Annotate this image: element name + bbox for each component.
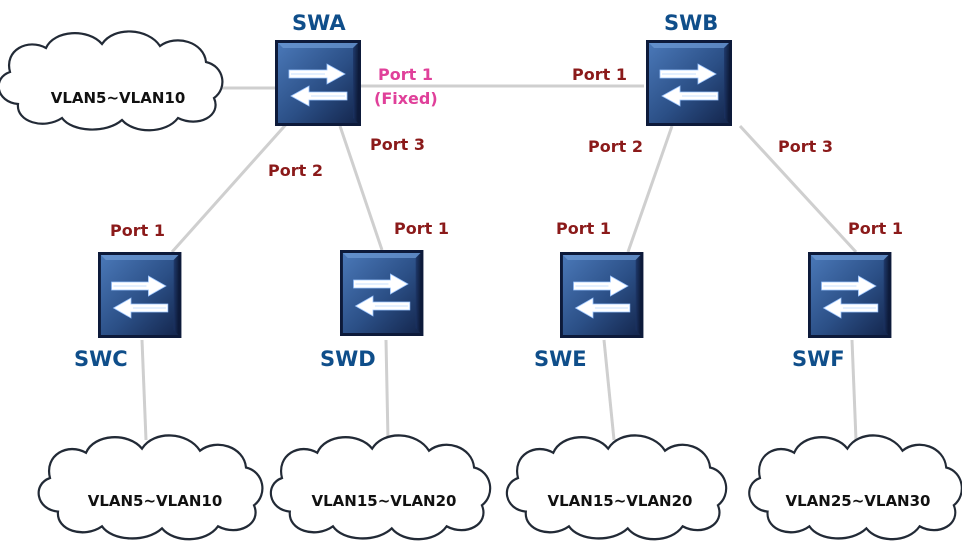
link-swb-swe (626, 125, 674, 253)
cloud-icon (269, 434, 492, 541)
cloud-label-swa: VLAN5~VLAN10 (51, 89, 186, 107)
cloud-icon (748, 434, 962, 541)
network-switch-icon (807, 251, 892, 339)
link-swe-cloud (602, 339, 616, 441)
cloud-label-swd: VLAN15~VLAN20 (312, 492, 457, 510)
port-label-swa-fixed: (Fixed) (374, 89, 438, 108)
switch-label-swd: SWD (320, 347, 376, 371)
switch-label-swf: SWF (792, 347, 845, 371)
vlan-cloud-swc: VLAN5~VLAN10 (37, 434, 264, 541)
switch-swe: SWE (534, 251, 644, 371)
link-swa-swc (170, 119, 292, 253)
vlan-cloud-swd: VLAN15~VLAN20 (269, 434, 492, 541)
network-switch-icon (339, 249, 424, 337)
cloud-icon (37, 434, 264, 541)
port-label-swb-port3: Port 3 (778, 137, 833, 156)
port-label-swa-port3: Port 3 (370, 135, 425, 154)
port-labels: Port 1 (Fixed) Port 2 Port 3 Port 1 Port… (110, 65, 903, 240)
port-label-swb-port2: Port 2 (588, 137, 643, 156)
switch-label-swc: SWC (74, 347, 128, 371)
network-switch-icon (645, 39, 733, 127)
cloud-icon (0, 30, 224, 132)
links (140, 84, 858, 441)
network-switch-icon (274, 39, 362, 127)
switch-swb: SWB (645, 11, 733, 127)
port-label-swa-port1: Port 1 (378, 65, 433, 84)
port-label-swe-port1: Port 1 (556, 219, 611, 238)
link-swa-swd (338, 125, 384, 251)
cloud-label-swe: VLAN15~VLAN20 (548, 492, 693, 510)
port-label-swd-port1: Port 1 (394, 219, 449, 238)
cloud-label-swf: VLAN25~VLAN30 (786, 492, 931, 510)
link-swf-cloud (850, 339, 858, 441)
vlan-cloud-swe: VLAN15~VLAN20 (505, 434, 728, 541)
link-swb-swf (738, 124, 858, 254)
network-switch-icon (559, 251, 644, 339)
vlan-cloud-swa: VLAN5~VLAN10 (0, 30, 224, 132)
switch-label-swa: SWA (292, 11, 346, 35)
network-switch-icon (97, 251, 182, 339)
port-label-swc-port1: Port 1 (110, 221, 165, 240)
cloud-icon (505, 434, 728, 541)
switch-label-swe: SWE (534, 347, 587, 371)
link-swc-cloud (140, 339, 148, 441)
switch-swc: SWC (74, 251, 182, 371)
vlan-cloud-swf: VLAN25~VLAN30 (748, 434, 962, 541)
cloud-label-swc: VLAN5~VLAN10 (88, 492, 223, 510)
port-label-swb-port1: Port 1 (572, 65, 627, 84)
port-label-swa-port2: Port 2 (268, 161, 323, 180)
switch-swd: SWD (320, 249, 424, 371)
link-swd-cloud (384, 339, 390, 441)
switch-label-swb: SWB (664, 11, 718, 35)
port-label-swf-port1: Port 1 (848, 219, 903, 238)
switch-swa: SWA (274, 11, 362, 127)
switch-swf: SWF (792, 251, 892, 371)
